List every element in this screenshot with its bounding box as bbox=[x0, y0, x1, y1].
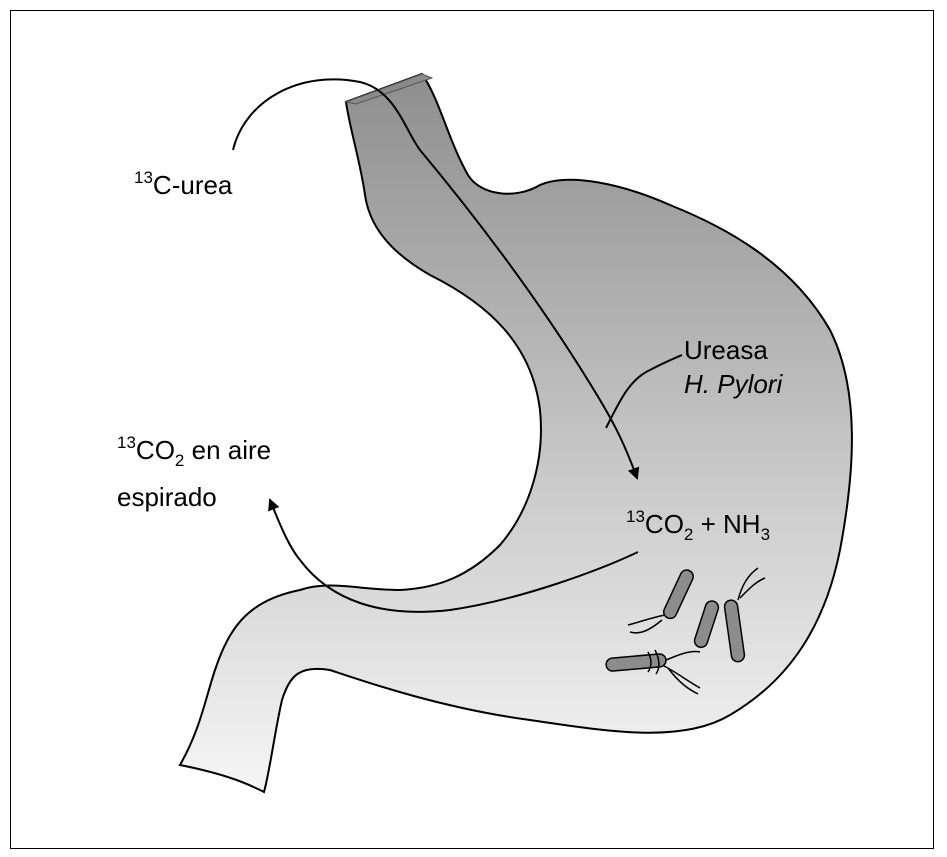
products-subscript-1: 2 bbox=[683, 525, 694, 544]
urea-pathway bbox=[232, 78, 640, 480]
co2-rest-text: en aire bbox=[184, 435, 272, 465]
co2-isotope: 13 bbox=[117, 433, 136, 452]
stomach-shape bbox=[178, 72, 853, 794]
esophagus-cut bbox=[344, 73, 434, 105]
products-co-text: CO bbox=[644, 509, 684, 539]
products-subscript-2: 3 bbox=[760, 525, 771, 544]
enzyme-pointer bbox=[605, 354, 683, 429]
label-enzyme: Ureasa bbox=[684, 335, 768, 365]
label-co2-breath: 13CO2 en aire bbox=[117, 434, 272, 469]
label-urea: 13C-urea bbox=[134, 169, 233, 200]
products-isotope: 13 bbox=[626, 507, 645, 526]
label-co2-breath-line2: espirado bbox=[117, 482, 217, 512]
urea-text: C-urea bbox=[152, 170, 233, 200]
co2-text: CO bbox=[135, 435, 175, 465]
urea-isotope: 13 bbox=[134, 168, 153, 187]
co2-exhale-pathway bbox=[268, 498, 639, 613]
products-plus-text: + NH bbox=[693, 509, 761, 539]
h-pylori-bacteria bbox=[605, 567, 766, 695]
label-enzyme-species: H. Pylori bbox=[684, 369, 783, 399]
label-products: 13CO2 + NH3 bbox=[626, 508, 770, 543]
co2-subscript: 2 bbox=[174, 451, 185, 470]
